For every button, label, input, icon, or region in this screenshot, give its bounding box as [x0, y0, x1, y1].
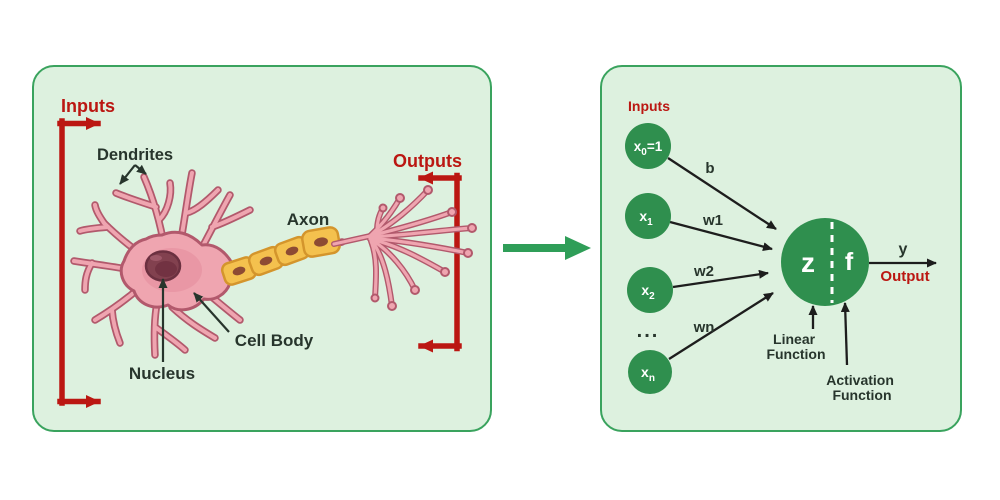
- nucleus: [144, 249, 181, 282]
- linear-symbol: z: [801, 247, 815, 278]
- inputs-label: Inputs: [628, 98, 670, 114]
- axon-myelin-sheath: [220, 225, 341, 286]
- perceptron-neuron: z f: [780, 217, 869, 306]
- outputs-label: Outputs: [393, 151, 462, 171]
- biological-neuron-figure: Inputs Outputs Dendrites Axon Cell Body …: [56, 96, 477, 408]
- axon-terminals: [334, 184, 477, 311]
- outputs-flow-arrow: [417, 171, 462, 352]
- svg-text:xn: xn: [641, 364, 655, 384]
- input-node-x0: x0=1: [624, 122, 671, 169]
- weight-n-label: wn: [692, 319, 714, 336]
- artificial-neuron-figure: b w1 w2 wn x0=1 x1 x2 ... xn: [624, 98, 937, 403]
- svg-text:x1: x1: [639, 208, 653, 228]
- output-y-label: y: [898, 241, 907, 258]
- linear-function-label: Linear Function: [766, 331, 825, 362]
- svg-text:x2: x2: [641, 282, 655, 302]
- activation-function-label: Activation Function: [826, 372, 898, 403]
- output-label: Output: [880, 268, 929, 285]
- input-node-xn: xn: [627, 349, 672, 394]
- input-node-x2: x2: [626, 266, 673, 313]
- input-node-x1: x1: [624, 192, 671, 239]
- weight-1-label: w1: [701, 212, 722, 229]
- weight-2-label: w2: [692, 263, 713, 280]
- weight-arrows: [666, 156, 777, 360]
- input-ellipsis: ...: [636, 320, 659, 342]
- activation-function-pointer-arrow: [840, 301, 850, 365]
- nucleus-label: Nucleus: [128, 364, 194, 383]
- inputs-label: Inputs: [61, 96, 115, 116]
- activation-symbol: f: [844, 248, 853, 276]
- inputs-flow-arrow: [56, 116, 101, 408]
- artificial-neuron-panel: b w1 w2 wn x0=1 x1 x2 ... xn: [600, 65, 962, 432]
- dendrites-pointer-arrows: [118, 163, 147, 185]
- cell-body-pointer-arrow: [192, 291, 230, 333]
- dendrites-label: Dendrites: [96, 146, 172, 164]
- cell-body-label: Cell Body: [234, 331, 313, 350]
- biological-neuron-panel: Inputs Outputs Dendrites Axon Cell Body …: [32, 65, 492, 432]
- axon-label: Axon: [286, 210, 329, 229]
- neuron-illustration: [74, 173, 477, 355]
- bias-weight-label: b: [705, 160, 714, 177]
- svg-text:x0=1: x0=1: [633, 139, 662, 158]
- panel-transition-arrow: [503, 236, 591, 260]
